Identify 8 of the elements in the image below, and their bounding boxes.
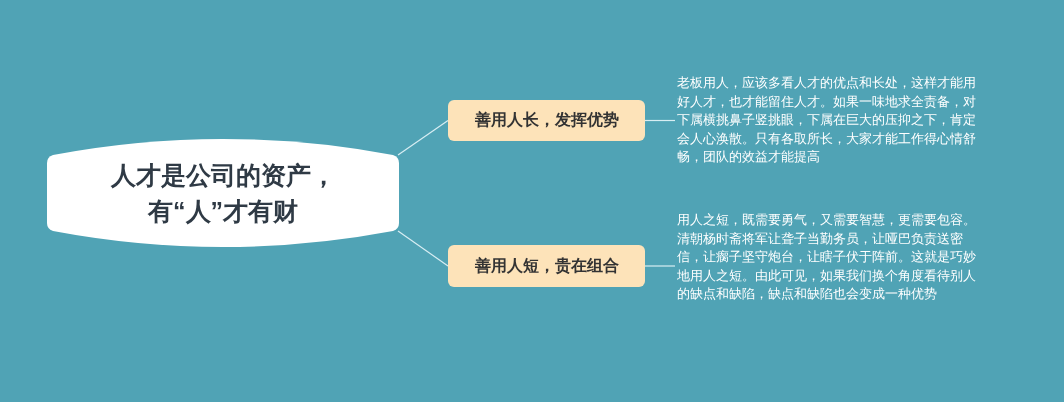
connector-line bbox=[397, 119, 449, 156]
topic-box: 善用人长，发挥优势 bbox=[448, 100, 645, 141]
topic-box: 善用人短，贵在组合 bbox=[448, 245, 645, 287]
connector-line bbox=[397, 230, 449, 267]
note-text: 用人之短，既需要勇气，又需要智慧，更需要包容。清朝杨时斋将军让聋子当勤务员，让哑巴负责送密信，让瘸子坚守炮台，让瞎子伏于阵前。这就是巧妙地用人之短。由此可见，如果我们换个角度看待别人的缺点和缺陷，缺点和缺陷也会变成一种优势 bbox=[677, 211, 982, 326]
connector-line bbox=[644, 119, 676, 122]
connector-line bbox=[644, 265, 676, 267]
note-text: 老板用人，应该多看人才的优点和长处，这样才能用好人才，也才能留住人才。如果一味地求全责备，对下属横挑鼻子竖挑眼，下属在巨大的压抑之下，肯定会人心涣散。只有各取所长，大家才能工作得心情舒畅，团队的效益才能提高 bbox=[677, 74, 982, 170]
